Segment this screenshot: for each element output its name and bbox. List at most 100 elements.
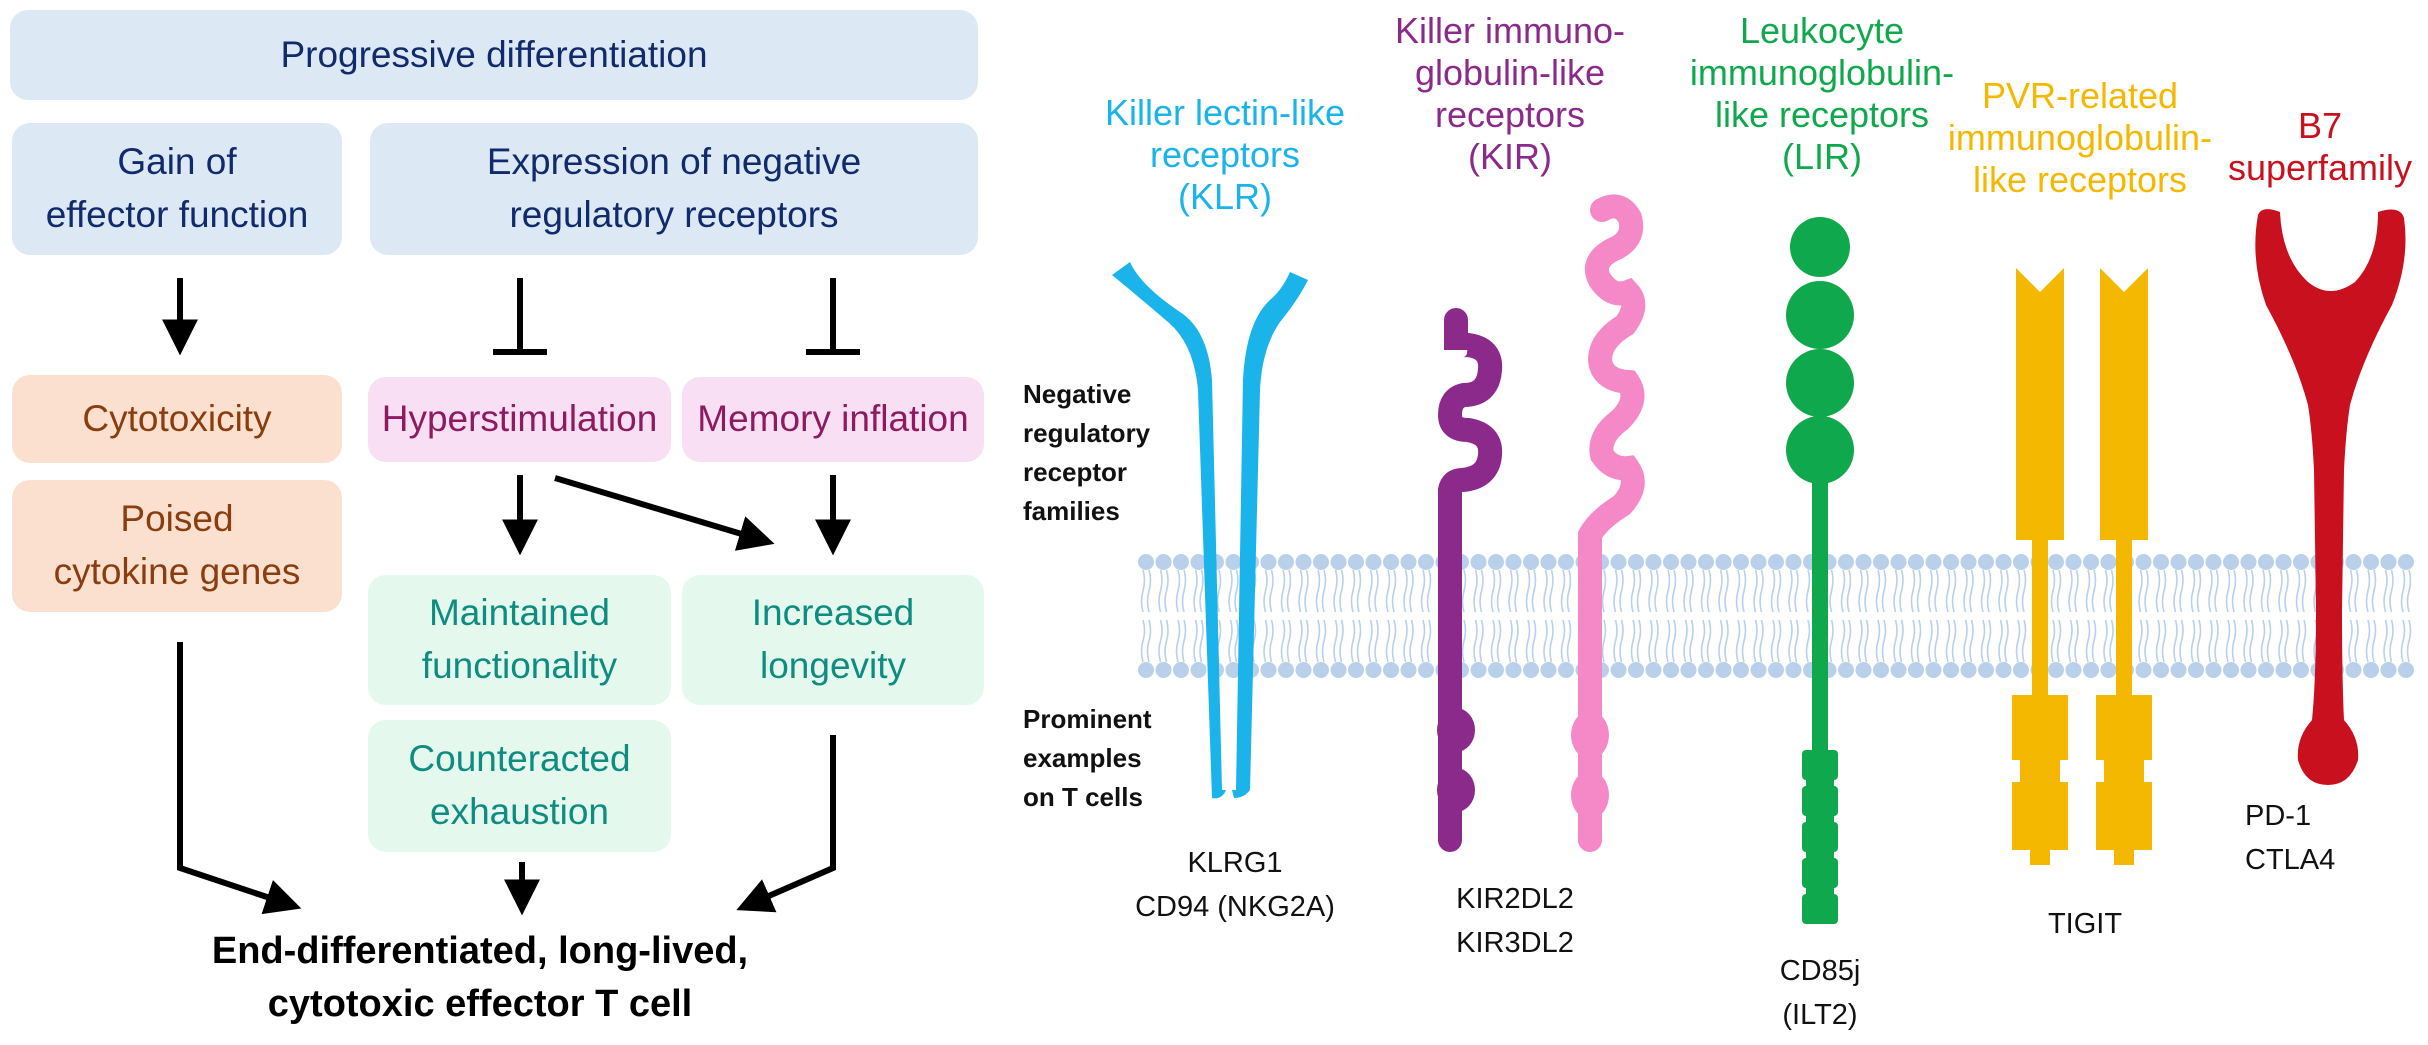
lipid-head [1138, 554, 1154, 570]
lipid-tail [2103, 619, 2108, 663]
lipid-tail [1916, 569, 1922, 613]
lipid-tail [1315, 619, 1321, 663]
lipid-head [2363, 662, 2379, 678]
lipid-head [1295, 662, 1312, 678]
kir-family-title: Killer immuno- globulin-like receptors (… [1394, 10, 1626, 178]
lipid-head [1908, 554, 1924, 570]
lipid-tail [1385, 619, 1391, 663]
header-label: Progressive differentiation [280, 33, 708, 75]
lipid-tail [1875, 569, 1881, 613]
lipid-head [2083, 662, 2099, 678]
lipid-tail [1181, 569, 1187, 613]
lipid-tail [1356, 619, 1362, 663]
lipid-tail [1636, 619, 1642, 663]
lipid-tail [2225, 569, 2231, 613]
lipid-tail [1479, 619, 1484, 663]
lipid-tail [2278, 619, 2283, 663]
lipid-tail [2295, 619, 2301, 663]
lipid-tail [1356, 569, 1362, 613]
hyperstimulation-label: Hyperstimulation [381, 398, 658, 440]
lipid-tail [2383, 569, 2388, 613]
lipid-tail [1549, 619, 1554, 663]
lipid-tail [1426, 569, 1432, 613]
lipid-tail [1549, 569, 1554, 613]
lipid-tail [1875, 619, 1881, 663]
lipid-tail [1228, 569, 1233, 613]
lipid-tail [2260, 569, 2266, 613]
lipid-tail [1461, 569, 1467, 613]
lipid-tail [1333, 569, 1338, 613]
lipid-head [2363, 554, 2379, 570]
lipid-tail [1473, 619, 1478, 663]
lipid-tail [1741, 619, 1747, 663]
lipid-tail [1998, 619, 2003, 663]
lipid-tail [1951, 569, 1957, 613]
lipid-tail [1140, 619, 1146, 663]
lipid-tail [1601, 619, 1607, 663]
gain-label: Gain of effector function [45, 141, 309, 235]
negative-regulatory-receptors-box: Expression of negative regulatory recept… [370, 123, 978, 255]
lipid-head [2013, 554, 2029, 570]
pvr-family-title: PVR-related immunoglobulin- like recepto… [1947, 75, 2213, 201]
poised-label: Poised cytokine genes [53, 498, 301, 592]
lipid-head [1995, 662, 2012, 678]
lipid-tail [1648, 569, 1653, 613]
lipid-tail [2278, 569, 2283, 613]
lipid-tail [1724, 569, 1729, 613]
lipid-tail [1770, 569, 1776, 613]
lipid-tail [1770, 619, 1776, 663]
lipid-tail [1980, 569, 1986, 613]
maintained-label: Maintained functionality [421, 592, 618, 686]
lipid-tail [1648, 619, 1653, 663]
lipid-tail [1776, 619, 1782, 663]
lipid-head [2048, 554, 2064, 570]
lipid-head [1225, 662, 1242, 678]
lipid-tail [1759, 569, 1764, 613]
lipid-tail [2103, 569, 2108, 613]
tigit-examples: TIGIT [2047, 908, 2123, 940]
lipid-tail [1619, 569, 1624, 613]
lipid-tail [1794, 619, 1799, 663]
arrow-poised-to-final [177, 642, 302, 915]
lipid-head [1698, 662, 1714, 678]
lipid-tail [1339, 619, 1344, 663]
lipid-tail [2050, 569, 2056, 613]
lipid-tail [1420, 569, 1426, 613]
lipid-tail [2155, 619, 2161, 663]
lipid-tail [1928, 619, 1933, 663]
negative-receptor-families-label: Negative regulatory receptor families [1023, 379, 1151, 526]
lipid-tail [2155, 569, 2161, 613]
lipid-tail [1298, 619, 1303, 663]
lipid-head [1855, 662, 1872, 678]
lipid-tail [1945, 569, 1951, 613]
lipid-tail [1753, 569, 1758, 613]
lir-receptor-icon [1786, 217, 1854, 924]
lipid-head [1558, 554, 1574, 570]
lipid-head [1610, 662, 1627, 678]
lipid-head [1715, 554, 1732, 570]
lipid-head [2048, 662, 2064, 678]
lipid-head [1785, 554, 1802, 570]
lipid-tail [1158, 569, 1163, 613]
lipid-tail [1146, 619, 1152, 663]
lipid-head [1890, 662, 1907, 678]
lipid-tail [1963, 619, 1968, 663]
maintained-functionality-box: Maintained functionality [368, 575, 671, 705]
lipid-tail [2091, 569, 2097, 613]
lipid-tail [1986, 619, 1992, 663]
lipid-head [1173, 662, 1189, 678]
lipid-tail [2068, 569, 2073, 613]
lipid-head [1348, 554, 1364, 570]
lipid-tail [1840, 619, 1846, 663]
lipid-tail [1531, 619, 1537, 663]
lipid-tail [1566, 569, 1572, 613]
lipid-head [1663, 554, 1679, 570]
lipid-tail [2389, 619, 2394, 663]
lipid-tail [1910, 569, 1916, 613]
lipid-head [1715, 662, 1732, 678]
lipid-tail [2400, 619, 2406, 663]
lipid-head [2100, 662, 2117, 678]
lipid-tail [2354, 619, 2359, 663]
lipid-head [1225, 554, 1242, 570]
